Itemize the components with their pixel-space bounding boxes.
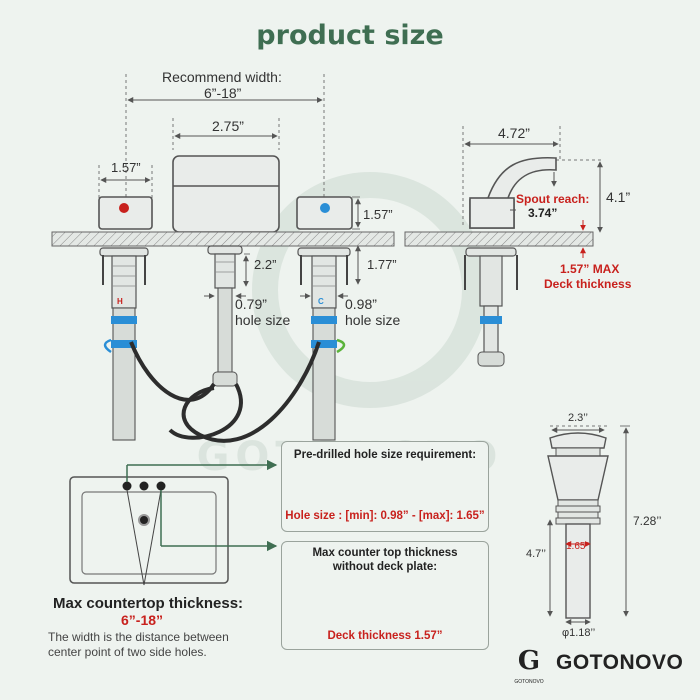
hot-indicator-dot bbox=[119, 203, 129, 213]
sink-drain bbox=[138, 514, 150, 526]
drain-flange bbox=[547, 455, 609, 501]
spout-body bbox=[172, 155, 280, 233]
handle-hole-text: hole size bbox=[345, 312, 401, 328]
drain-pipe-diameter: φ1.18’’ bbox=[562, 627, 596, 639]
hot-hose bbox=[129, 341, 216, 402]
cold-hose bbox=[181, 341, 321, 443]
drain-top-width: 2.3’’ bbox=[568, 412, 588, 424]
drain-cap bbox=[549, 432, 607, 449]
counter-top-heading-line2: without deck plate: bbox=[332, 561, 438, 573]
counter-top-deck-text: Deck thickness 1.57” bbox=[327, 630, 443, 642]
countertop-side bbox=[404, 231, 594, 247]
handle-width-label: 1.57” bbox=[111, 160, 141, 175]
drain-total-height: 7.28’’ bbox=[633, 514, 662, 528]
page-title: product size bbox=[256, 20, 444, 51]
spout-hole-value: 0.79” bbox=[235, 296, 267, 312]
spout-hole-text: hole size bbox=[235, 312, 291, 328]
spout-shank-label: 2.2” bbox=[254, 257, 277, 272]
shank-drop-label: 1.77” bbox=[367, 257, 397, 272]
handle-height-label: 1.57” bbox=[363, 207, 393, 222]
sink-note-line1: The width is the distance between bbox=[48, 630, 229, 644]
brand-name: GOTONOVO bbox=[556, 651, 684, 674]
sink-hole-center bbox=[139, 481, 149, 491]
hot-label: H bbox=[117, 297, 123, 306]
spout-height-label: 4.1” bbox=[606, 189, 631, 205]
hot-handle bbox=[98, 196, 153, 230]
spout-reach-value: 3.74” bbox=[528, 206, 558, 220]
handle-hole-value: 0.98” bbox=[345, 296, 377, 312]
sink-outline bbox=[69, 476, 229, 584]
recommend-width-label: Recommend width: bbox=[162, 69, 282, 85]
cold-valve-handle bbox=[336, 338, 346, 354]
drain-body-height: 4.7’’ bbox=[526, 548, 546, 560]
sink-max-label: Max countertop thickness: bbox=[53, 595, 244, 612]
drain-pipe bbox=[565, 523, 591, 619]
cold-handle bbox=[296, 196, 353, 230]
pre-drilled-heading: Pre-drilled hole size requirement: bbox=[293, 449, 477, 461]
sink-max-value: 6”-18” bbox=[121, 612, 164, 628]
brand-logo: G GOTONOVO bbox=[514, 646, 543, 685]
pre-drilled-box: Pre-drilled hole size requirement: Hole … bbox=[281, 441, 489, 532]
spout-length-label: 4.72” bbox=[498, 125, 530, 141]
logo-small-text: GOTONOVO bbox=[514, 679, 543, 685]
sink-note-line2: center point of two side holes. bbox=[48, 645, 207, 659]
pre-drilled-hole-size: Hole size : [min]: 0.98” - [max]: 1.65” bbox=[285, 510, 485, 522]
countertop-front bbox=[51, 231, 395, 247]
spout-reach-label: Spout reach: bbox=[516, 192, 590, 206]
recommend-width-value: 6”-18” bbox=[204, 85, 242, 101]
drain-inner-width: 1.65” bbox=[566, 541, 589, 552]
deck-max-label: 1.57” MAX bbox=[560, 262, 620, 276]
counter-top-heading-line1: Max counter top thickness bbox=[312, 547, 458, 559]
counter-top-box: Max counter top thickness without deck p… bbox=[281, 541, 489, 650]
sink-hole-right bbox=[156, 481, 166, 491]
deck-max-sub: Deck thickness bbox=[544, 277, 632, 291]
sink-hole-left bbox=[122, 481, 132, 491]
cold-indicator-dot bbox=[320, 203, 330, 213]
svg-text:G: G bbox=[518, 646, 540, 676]
cold-label: C bbox=[318, 297, 324, 306]
spout-width-label: 2.75” bbox=[212, 118, 244, 134]
